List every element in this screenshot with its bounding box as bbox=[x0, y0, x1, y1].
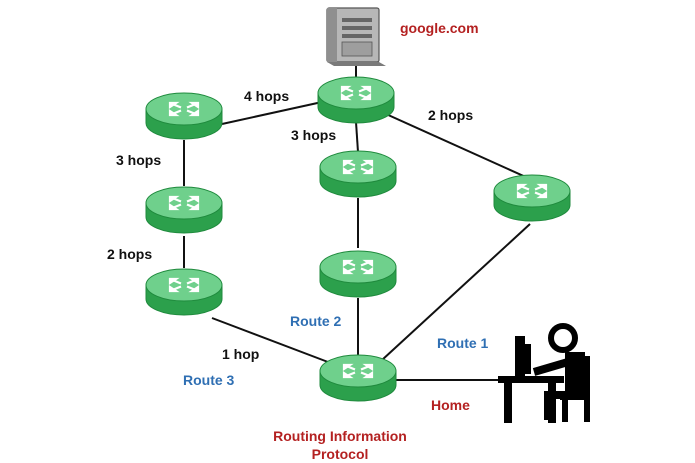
hop-label-left-lower: 2 hops bbox=[107, 246, 153, 262]
link-right-home-router bbox=[381, 223, 531, 361]
route-1-label: Route 1 bbox=[437, 335, 489, 351]
hop-label-bottom: 1 hop bbox=[222, 346, 260, 362]
computer-user-icon bbox=[498, 323, 590, 423]
caption-line-2: Protocol bbox=[311, 446, 369, 463]
router-center-1-icon bbox=[319, 150, 397, 198]
hop-label-left-upper: 3 hops bbox=[116, 152, 162, 168]
hop-label-center: 3 hops bbox=[291, 127, 337, 143]
router-center-2-icon bbox=[319, 250, 397, 298]
link-top-right bbox=[385, 113, 529, 179]
link-top-center bbox=[355, 121, 359, 153]
server-icon bbox=[326, 7, 386, 66]
diagram-caption: Routing Information Protocol bbox=[255, 427, 425, 463]
hop-label-right: 2 hops bbox=[428, 107, 474, 123]
router-right-icon bbox=[493, 174, 571, 222]
caption-line-1: Routing Information bbox=[273, 428, 407, 444]
route-2-label: Route 2 bbox=[290, 313, 342, 329]
router-home-icon bbox=[319, 354, 397, 402]
hop-label-top: 4 hops bbox=[244, 88, 290, 104]
router-left-2-icon bbox=[145, 186, 223, 234]
router-left-3-icon bbox=[145, 268, 223, 316]
router-left-1-icon bbox=[145, 92, 223, 140]
route-3-label: Route 3 bbox=[183, 372, 235, 388]
router-top-icon bbox=[317, 76, 395, 124]
link-left3-home-router bbox=[211, 317, 329, 363]
link-top-left bbox=[221, 101, 323, 125]
home-label: Home bbox=[431, 397, 470, 413]
server-label: google.com bbox=[400, 20, 479, 36]
